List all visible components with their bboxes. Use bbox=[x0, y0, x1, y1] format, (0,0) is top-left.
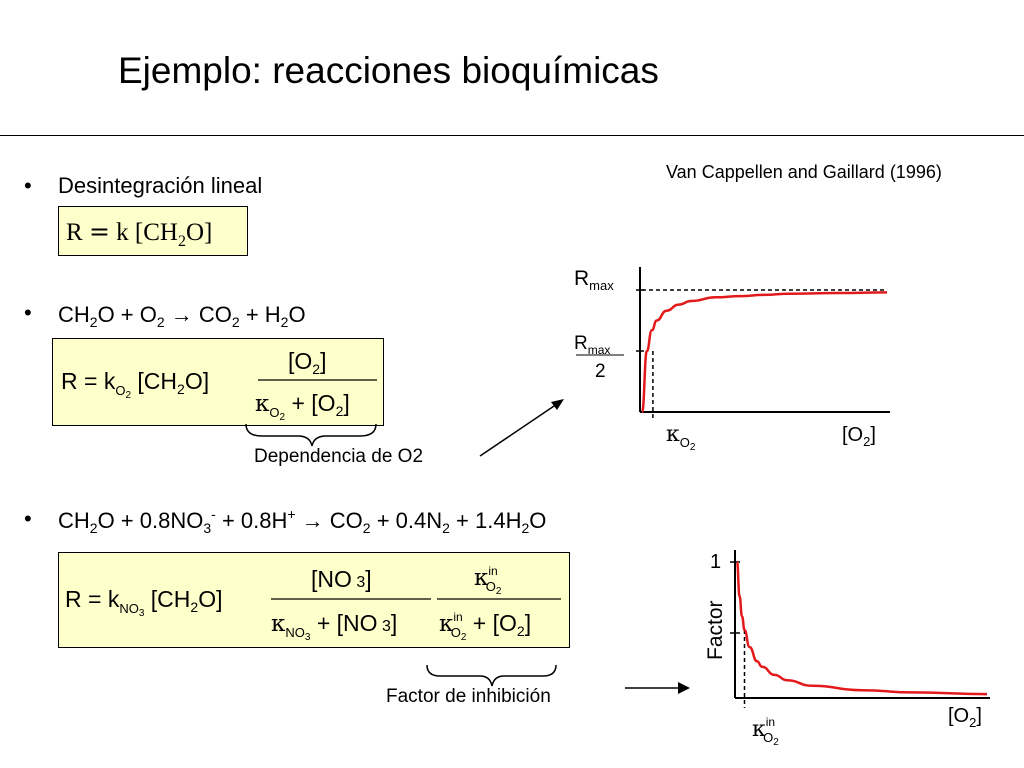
arrow-oxic-head bbox=[551, 399, 564, 410]
equation-oxic-denominator: κO2 + [O2] bbox=[255, 390, 350, 423]
chart2-ytick-1: 1 bbox=[710, 551, 721, 573]
chart2-curve bbox=[735, 560, 988, 696]
reaction-oxic-text: CH2O + O2 → CO2 + H2O bbox=[58, 302, 306, 330]
equation-linear-text: R = k [CH2O] bbox=[66, 217, 212, 250]
citation: Van Cappellen and Gaillard (1996) bbox=[666, 162, 942, 182]
reaction-oxic: CH2O + O2 → CO2 + H2O bbox=[58, 302, 306, 330]
equation-linear: R = k [CH2O] bbox=[66, 217, 212, 250]
bullet-denitrification-reaction: • bbox=[24, 506, 58, 532]
equation-oxic-box: R = kO2 [CH2O] [O2] κO2 + [O2] bbox=[52, 338, 384, 426]
chart1-rmax-half-denominator: 2 bbox=[595, 361, 606, 382]
brace-inhibition bbox=[426, 664, 557, 687]
equation-denitrification-box: R = kNO3 [CH2O] [NO 3] κNO3 + [NO 3] κin… bbox=[58, 552, 570, 648]
bullet-linear-decay: • Desintegración lineal bbox=[24, 173, 262, 199]
equation-oxic-numerator: [O2] bbox=[288, 348, 326, 377]
equation-oxic: R = kO2 [CH2O] [O2] κO2 + [O2] bbox=[61, 348, 377, 423]
bullet-marker: • bbox=[24, 173, 32, 198]
dependence-label-text: Dependencia de O2 bbox=[254, 446, 424, 467]
reaction-denitrification: CH2O + 0.8NO3- + 0.8H+ → CO2 + 0.4N2 + 1… bbox=[58, 506, 546, 536]
equation-linear-box: R = k [CH2O] bbox=[58, 206, 248, 256]
chart1-rmax-label: Rmax bbox=[574, 267, 614, 293]
chart2-xlabel: [O2] bbox=[948, 705, 982, 730]
chart1-reference-lines bbox=[642, 289, 887, 420]
equation-denit-denominator-1: κNO3 + [NO 3] bbox=[271, 610, 397, 643]
equation-denit-lhs: R = kNO3 [CH2O] bbox=[65, 586, 222, 619]
arrow-oxic-shaft bbox=[479, 401, 561, 457]
dependence-label: Dependencia de O2 bbox=[254, 446, 423, 468]
arrow-inhibition-head bbox=[678, 682, 690, 694]
equation-denit-numerator-1: [NO 3] bbox=[311, 566, 372, 592]
inhibition-label: Factor de inhibición bbox=[386, 686, 551, 707]
chart-oxygen-dependence: Rmax Rmax 2 κO2 [O2] bbox=[574, 267, 890, 453]
chart1-kappa-label: κO2 bbox=[666, 422, 696, 453]
bullet-marker: • bbox=[24, 506, 32, 531]
bullet-oxic-reaction: • bbox=[24, 300, 58, 326]
equation-denitrification: R = kNO3 [CH2O] [NO 3] κNO3 + [NO 3] κin… bbox=[65, 564, 561, 643]
chart1-rmax-half-label: Rmax bbox=[574, 333, 610, 357]
title-divider bbox=[0, 135, 1024, 136]
chart2-ylabel: Factor bbox=[704, 600, 727, 660]
bullet-marker: • bbox=[24, 300, 32, 325]
brace-oxic bbox=[245, 423, 377, 447]
chart1-curve bbox=[640, 291, 888, 414]
slide-title: Ejemplo: reacciones bioquímicas bbox=[118, 50, 659, 91]
chart1-xlabel: [O2] bbox=[842, 424, 876, 449]
reaction-denitrification-text: CH2O + 0.8NO3- + 0.8H+ → CO2 + 0.4N2 + 1… bbox=[58, 506, 546, 536]
bullet-text: Desintegración lineal bbox=[58, 173, 263, 198]
